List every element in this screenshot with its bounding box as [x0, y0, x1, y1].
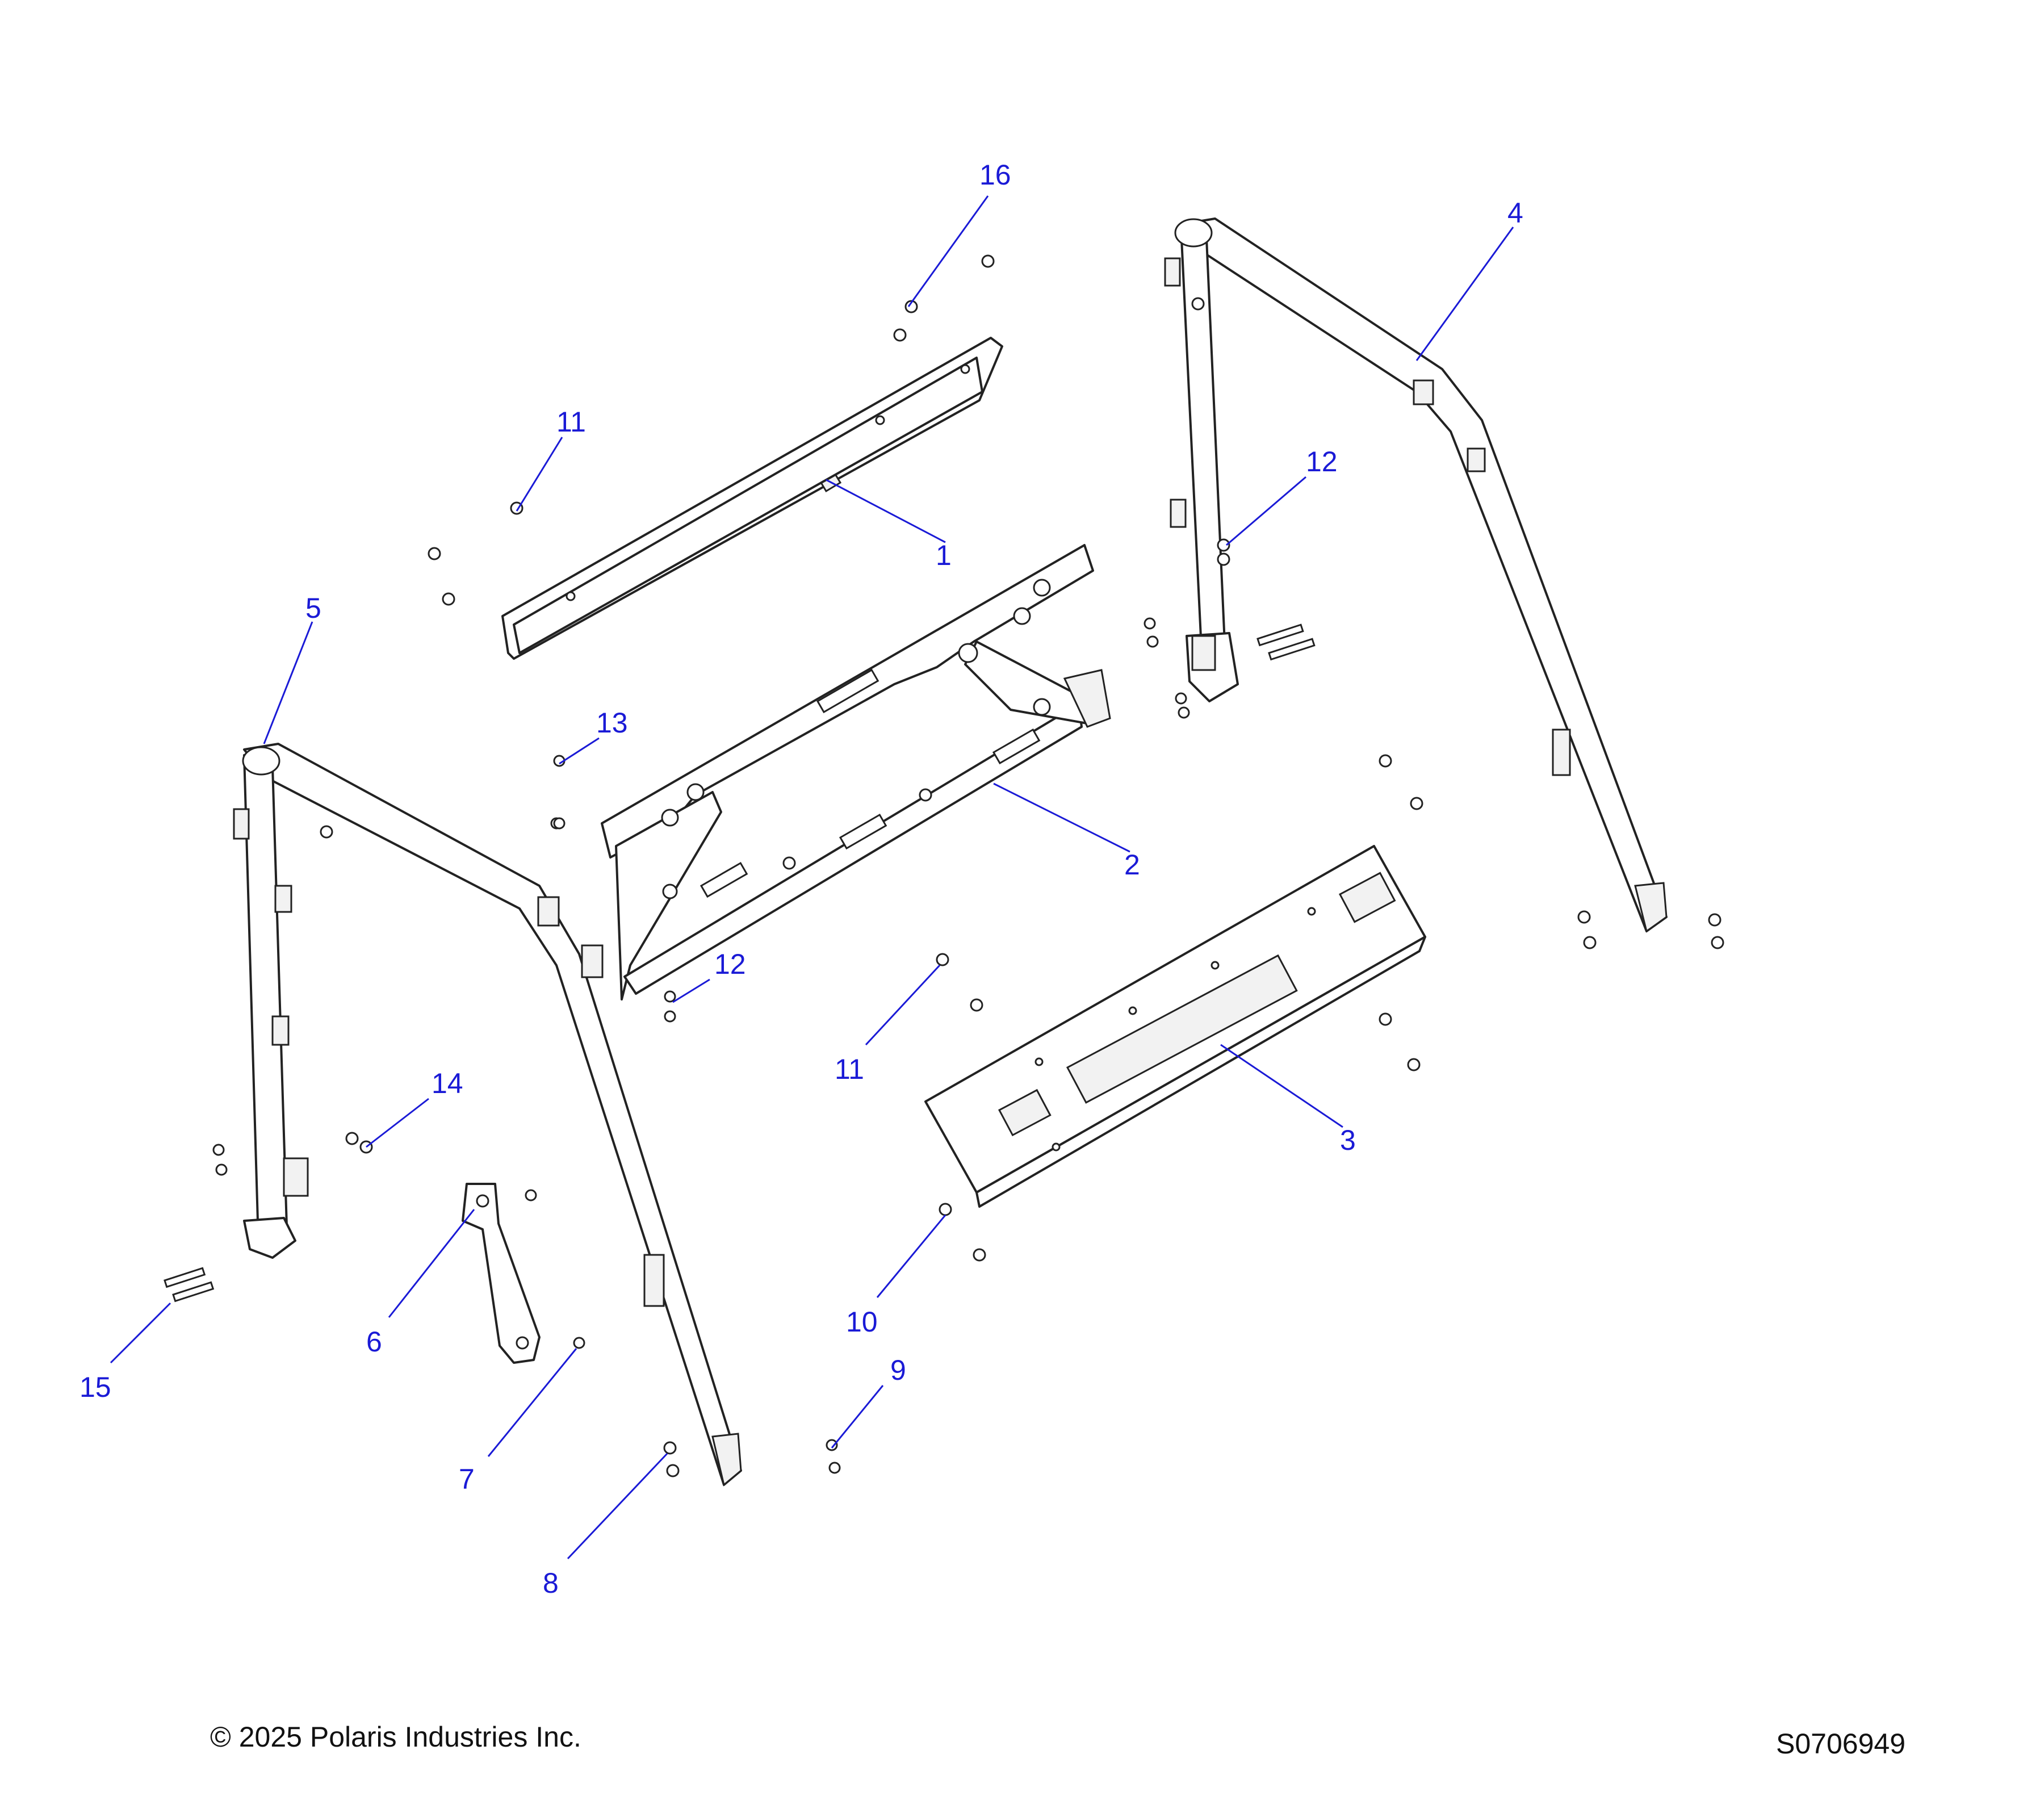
callout-10: 10 [846, 1306, 878, 1338]
callout-16: 16 [979, 159, 1011, 191]
callout-7: 7 [459, 1463, 475, 1495]
leader-lines [110, 195, 1514, 1560]
part-dash-panel [924, 845, 1426, 1208]
callout-3: 3 [1340, 1124, 1356, 1156]
callout-13: 13 [596, 707, 628, 739]
callout-11-lower: 11 [835, 1053, 864, 1085]
callout-15: 15 [79, 1371, 111, 1403]
callout-9: 9 [890, 1354, 906, 1386]
callout-12-upper: 12 [1306, 446, 1338, 478]
callout-labels: 1 2 3 4 5 6 7 8 9 10 11 11 12 12 13 14 1… [79, 159, 1523, 1599]
copyright-notice: © 2025 Polaris Industries Inc. [210, 1721, 581, 1753]
callout-5: 5 [305, 592, 321, 624]
part-upper-cross-channel [501, 337, 1003, 660]
hardware-fasteners [164, 254, 1724, 1477]
part-strut [462, 1183, 541, 1364]
callout-8: 8 [543, 1567, 559, 1599]
callout-1: 1 [936, 539, 952, 571]
callout-2: 2 [1124, 849, 1140, 881]
part-seat-support-frame [601, 544, 1111, 1000]
callout-11-upper: 11 [556, 406, 586, 438]
part-roll-bar-right [1164, 217, 1668, 933]
part-roll-bar-left [233, 743, 742, 1487]
callout-14: 14 [432, 1067, 463, 1099]
drawing-id: S0706949 [1776, 1728, 1906, 1760]
callout-6: 6 [366, 1326, 382, 1358]
callout-4: 4 [1507, 197, 1523, 229]
callout-12-lower: 12 [714, 948, 746, 980]
